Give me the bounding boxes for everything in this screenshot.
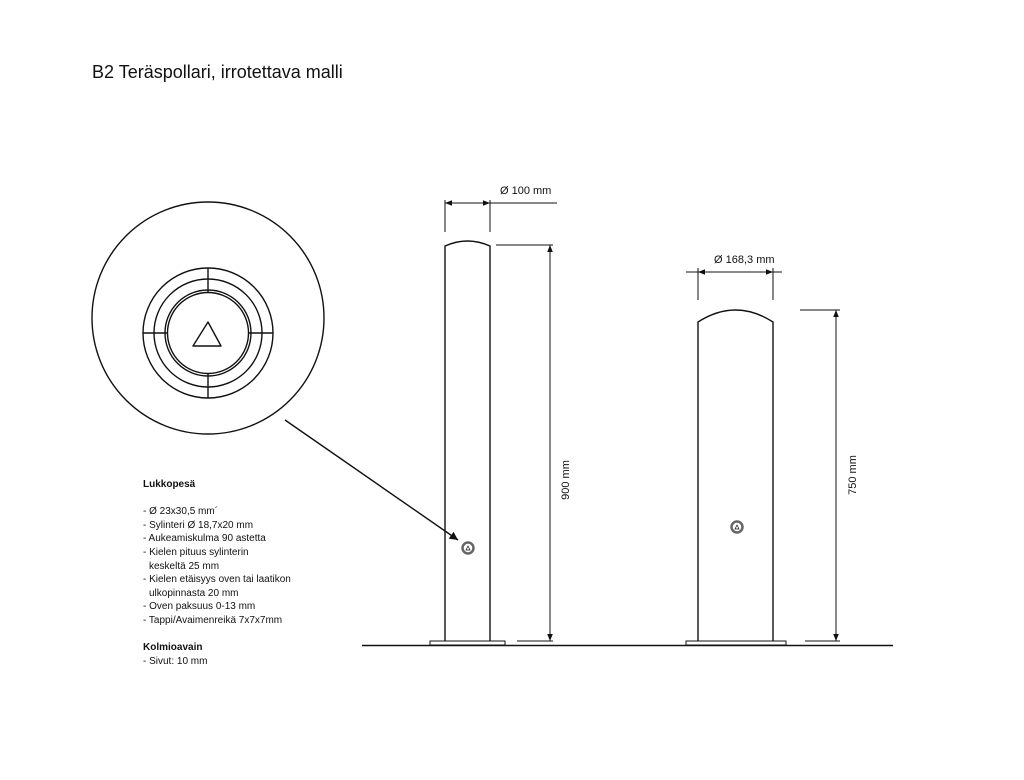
detail-pointer-arrow bbox=[284, 419, 459, 541]
lock-spec-line: - Kielen pituus sylinterin bbox=[143, 546, 249, 558]
lock-spec-line: - Ø 23x30,5 mm´ bbox=[143, 506, 219, 518]
detail-outer-circle bbox=[91, 201, 325, 435]
triangle-key-icon bbox=[192, 321, 222, 347]
lock-spec-line: ulkopinnasta 20 mm bbox=[149, 587, 239, 599]
key-heading: Kolmioavain bbox=[143, 642, 203, 654]
lock-spec-line: - Sylinteri Ø 18,7x20 mm bbox=[143, 519, 254, 531]
lock-spec-line: - Tappi/Avaimenreikä 7x7x7mm bbox=[143, 614, 283, 626]
lock-spec-line: - Aukeamiskulma 90 astetta bbox=[143, 533, 266, 545]
lock-icon bbox=[730, 520, 744, 534]
key-spec-line: - Sivut: 10 mm bbox=[143, 655, 208, 667]
dim-large-height: 750 mm bbox=[847, 455, 859, 495]
lock-spec-line: keskeltä 25 mm bbox=[149, 560, 220, 572]
bollard-100mm bbox=[429, 240, 506, 646]
lock-spec-line: - Kielen etäisyys oven tai laatikon bbox=[143, 574, 291, 586]
dim-small-height: 900 mm bbox=[560, 460, 572, 500]
bollard-168mm bbox=[685, 309, 787, 646]
lock-spec-line: - Oven paksuus 0-13 mm bbox=[143, 601, 256, 613]
dim-large-diameter: Ø 168,3 mm bbox=[714, 254, 775, 266]
page-title: B2 Teräspollari, irrotettava malli bbox=[92, 62, 343, 82]
lock-detail-magnified bbox=[91, 201, 325, 435]
spec-notes: Lukkopesä - Ø 23x30,5 mm´ - Sylinteri Ø … bbox=[143, 478, 291, 668]
lock-icon bbox=[461, 541, 475, 555]
lock-heading: Lukkopesä bbox=[143, 479, 196, 490]
dim-small-diameter: Ø 100 mm bbox=[500, 185, 551, 197]
